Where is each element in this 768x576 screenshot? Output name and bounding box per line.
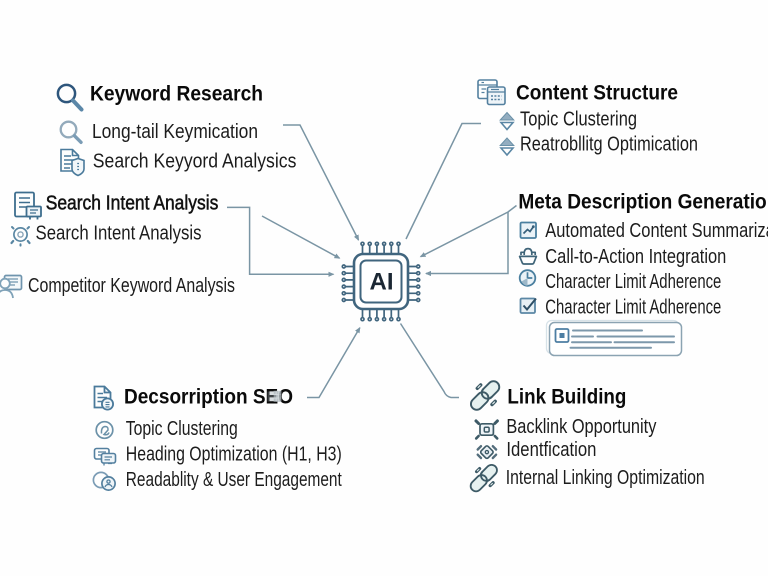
- svg-text:Automated Content Summarizatio: Automated Content Summarization: [545, 220, 768, 242]
- svg-text:Search Intent Analysis: Search Intent Analysis: [46, 193, 219, 215]
- svg-text:Character Limit Adherence: Character Limit Adherence: [545, 297, 721, 319]
- svg-text:Identfication: Identfication: [506, 439, 596, 461]
- svg-text:Search Intent Analysis: Search Intent Analysis: [36, 222, 202, 244]
- svg-text:AI: AI: [370, 269, 394, 296]
- svg-text:Competitor Keyword Analysis: Competitor Keyword Analysis: [28, 275, 235, 297]
- svg-text:Character Limit Adherence: Character Limit Adherence: [545, 271, 721, 293]
- svg-text:Topic Clustering: Topic Clustering: [520, 108, 637, 130]
- svg-text:Decsorription SEO: Decsorription SEO: [124, 385, 293, 409]
- svg-text:Keyword Research: Keyword Research: [90, 82, 263, 106]
- svg-text:Call-to-Action Integration: Call-to-Action Integration: [545, 246, 726, 268]
- svg-text:Content Structure: Content Structure: [516, 81, 678, 105]
- svg-text:Meta Description Generation: Meta Description Generation: [518, 190, 768, 214]
- svg-text:Link Building: Link Building: [507, 385, 626, 409]
- svg-text:Topic Clustering: Topic Clustering: [126, 418, 238, 440]
- svg-text:Search Keyyord Analysics: Search Keyyord Analysics: [93, 150, 297, 172]
- svg-text:Long-tail Keymication: Long-tail Keymication: [92, 121, 258, 143]
- svg-text:Heading Optimization (H1, H3): Heading Optimization (H1, H3): [126, 443, 342, 465]
- svg-text:Backlink Opportunity: Backlink Opportunity: [506, 416, 656, 438]
- svg-text:Internal Linking Optimization: Internal Linking Optimization: [506, 467, 705, 489]
- svg-text:Readablity & User Engagement: Readablity & User Engagement: [126, 469, 342, 491]
- svg-text:Reatrobllitg Optimication: Reatrobllitg Optimication: [520, 134, 698, 156]
